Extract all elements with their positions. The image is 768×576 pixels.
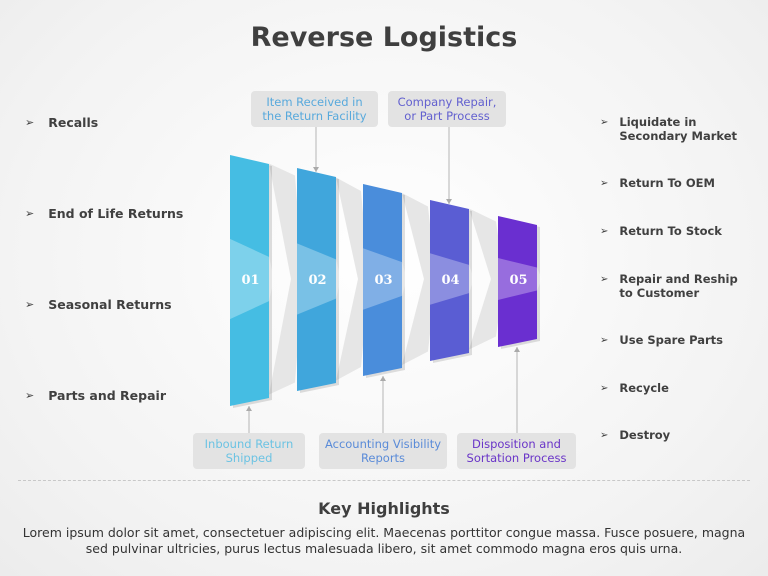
step-band xyxy=(498,258,542,300)
arrow-bullet-icon: ➢ xyxy=(600,274,609,285)
right-item: ➢ Return To OEM xyxy=(600,176,715,191)
step-band xyxy=(297,243,341,315)
right-item-label: Use Spare Parts xyxy=(619,333,724,347)
connector-arrow-icon xyxy=(514,347,520,352)
step-panel xyxy=(363,184,402,376)
right-item-label: Destroy xyxy=(619,428,671,442)
right-item: ➢ Liquidate in Secondary Market xyxy=(600,115,740,143)
callout-label: Disposition and Sortation Process xyxy=(466,437,567,465)
arrow-bullet-icon: ➢ xyxy=(25,116,35,129)
chevron-arrow-shape xyxy=(469,208,504,350)
arrow-bullet-icon: ➢ xyxy=(25,207,35,220)
chevron-arrow-shape xyxy=(269,163,303,395)
step-number: 02 xyxy=(308,273,326,288)
right-item: ➢ Use Spare Parts xyxy=(600,333,724,348)
left-item: ➢ Recalls xyxy=(25,116,98,130)
arrow-bullet-icon: ➢ xyxy=(600,226,609,237)
step-panel xyxy=(498,216,537,347)
callout-label: Inbound Return Shipped xyxy=(204,437,294,465)
right-item-label: Liquidate in Secondary Market xyxy=(619,115,738,143)
chevron-arrow-shape xyxy=(336,177,369,381)
left-item: ➢ End of Life Returns xyxy=(25,207,183,221)
step-band xyxy=(363,248,407,310)
left-item-label: Recalls xyxy=(48,115,99,130)
callout-label: Accounting Visibility Reports xyxy=(324,437,442,465)
connector-arrow-icon xyxy=(313,167,319,172)
arrow-bullet-icon: ➢ xyxy=(25,298,35,311)
step-number: 01 xyxy=(241,273,259,288)
right-item-label: Recycle xyxy=(619,381,669,395)
left-item-label: Seasonal Returns xyxy=(48,297,172,312)
step-number: 03 xyxy=(374,273,392,288)
highlights-heading: Key Highlights xyxy=(318,499,450,518)
callout-step-2: Item Received in the Return Facility xyxy=(251,91,378,127)
left-item-label: End of Life Returns xyxy=(48,206,184,221)
arrow-bullet-icon: ➢ xyxy=(600,430,609,441)
callout-step-1: Inbound Return Shipped xyxy=(193,433,305,469)
right-item: ➢ Recycle xyxy=(600,381,669,396)
arrow-bullet-icon: ➢ xyxy=(600,383,609,394)
right-item-label: Return To Stock xyxy=(619,224,722,238)
divider xyxy=(18,480,750,481)
right-item: ➢ Return To Stock xyxy=(600,224,722,239)
right-item-label: Return To OEM xyxy=(619,176,715,190)
step-panel xyxy=(230,155,269,406)
callout-label: Company Repair, or Part Process xyxy=(397,95,497,123)
callout-label: Item Received in the Return Facility xyxy=(262,95,367,123)
connector-arrow-icon xyxy=(446,199,452,204)
left-item-label: Parts and Repair xyxy=(48,388,166,403)
chevron-arrow-shape xyxy=(402,193,436,365)
arrow-bullet-icon: ➢ xyxy=(600,178,609,189)
arrow-bullet-icon: ➢ xyxy=(600,335,609,346)
arrow-bullet-icon: ➢ xyxy=(25,389,35,402)
left-item: ➢ Parts and Repair xyxy=(25,389,166,403)
step-panel xyxy=(297,168,336,391)
step-panel xyxy=(430,200,469,361)
right-item: ➢ Destroy xyxy=(600,428,671,443)
callout-step-5: Disposition and Sortation Process xyxy=(457,433,576,469)
step-band xyxy=(230,238,274,320)
step-band xyxy=(430,253,474,305)
left-item: ➢ Seasonal Returns xyxy=(25,298,172,312)
connector-arrow-icon xyxy=(380,376,386,381)
step-number: 05 xyxy=(509,273,527,288)
callout-step-4: Company Repair, or Part Process xyxy=(388,91,506,127)
slide-title: Reverse Logistics xyxy=(250,22,518,53)
arrow-bullet-icon: ➢ xyxy=(600,117,609,128)
highlights-text: Lorem ipsum dolor sit amet, consectetuer… xyxy=(22,525,746,556)
callout-step-3: Accounting Visibility Reports xyxy=(319,433,447,469)
right-item-label: Repair and Reship to Customer xyxy=(619,272,738,300)
step-number: 04 xyxy=(441,273,459,288)
connector-arrow-icon xyxy=(246,406,252,411)
right-item: ➢ Repair and Reship to Customer xyxy=(600,272,750,300)
